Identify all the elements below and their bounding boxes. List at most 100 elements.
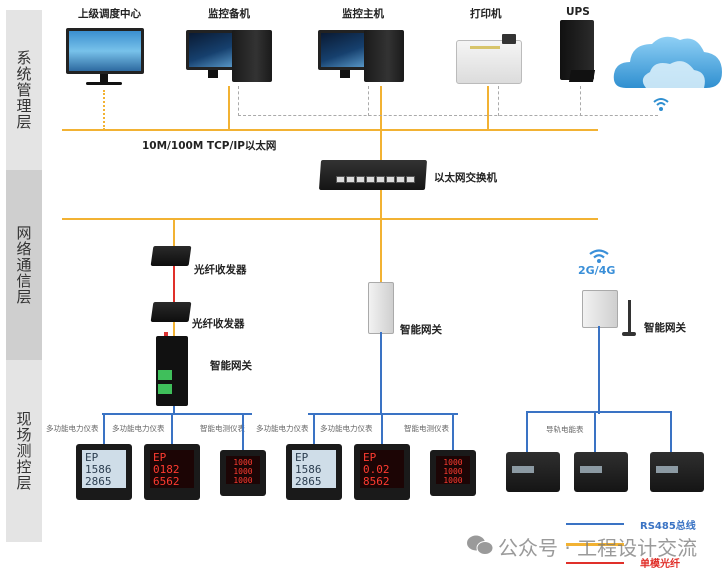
meter-label: 智能电测仪表: [404, 424, 449, 433]
meter-label: 多功能电力仪表: [256, 424, 309, 433]
printer-dashed-link: [498, 86, 499, 116]
single-mode-fiber-link: [173, 266, 175, 302]
printer-link: [487, 86, 489, 130]
bus-to-transceiver-link: [173, 220, 175, 248]
device-label-ups: UPS: [566, 6, 590, 18]
watermark-text: 公众号 · 工程设计交流: [498, 536, 698, 560]
rs485-meter-drop: [103, 414, 105, 444]
legend-label-fiber: 单模光纤: [640, 559, 680, 570]
switch-to-bus-link: [380, 190, 382, 218]
gateway-right: [582, 290, 618, 328]
meter-reading: 1000: [443, 458, 463, 467]
meter-reading: 1586: [85, 463, 112, 476]
rs485-meter-drop: [313, 414, 315, 444]
switch-port: [346, 176, 355, 183]
gateway-mid-label: 智能网关: [400, 324, 442, 336]
din-rail-energy-meter: [650, 452, 704, 492]
rs485-meter-drop: [171, 414, 173, 444]
meter-reading: 1000: [233, 476, 253, 485]
device-label-printer: 打印机: [470, 8, 502, 20]
gateway-left-label: 智能网关: [210, 360, 252, 372]
wireless-icon: [653, 98, 669, 111]
rs485-drop-right: [598, 326, 600, 414]
layer-band-management: 系统管理层: [6, 10, 42, 170]
power-dashed-bus: [238, 115, 658, 116]
gateway-right-label: 智能网关: [644, 322, 686, 334]
legend-line-fiber: [566, 562, 624, 564]
meter-window: [580, 466, 602, 473]
rs485-bus-left: [102, 413, 252, 415]
device-label-backup-host: 监控备机: [208, 8, 250, 20]
cloud-icon: [613, 36, 722, 88]
meter-label: 多功能电力仪表: [112, 424, 165, 433]
transceiver-to-gateway-link: [173, 322, 175, 336]
legend-line-rs485: [566, 523, 624, 525]
meter-reading: EP: [363, 451, 377, 464]
meter-label: 多功能电力仪表: [320, 424, 373, 433]
rs485-meter-drop: [452, 414, 454, 450]
meter-window: [512, 466, 534, 473]
din-rail-energy-meter: [506, 452, 560, 492]
meter-reading: 0182: [153, 463, 180, 476]
meter-label: 智能电测仪表: [200, 424, 245, 433]
meter-reading: EP: [153, 451, 167, 464]
fiber-transceiver-1-label: 光纤收发器: [194, 264, 247, 276]
meter-reading: 0.02: [363, 463, 390, 476]
switch-port: [406, 176, 415, 183]
dispatch-link: [103, 90, 105, 130]
ups-dashed-link: [580, 86, 581, 116]
switch-port: [356, 176, 365, 183]
switch-port: [386, 176, 395, 183]
fiber-transceiver-1: [150, 246, 192, 266]
wireless-signal-icon: [589, 249, 609, 263]
switch-port: [376, 176, 385, 183]
fiber-transceiver-2: [150, 302, 192, 322]
ethernet-bus-label: 10M/100M TCP/IP以太网: [142, 140, 277, 152]
rs485-meter-drop: [594, 412, 596, 454]
rs485-bus-mid: [308, 413, 458, 415]
meter-reading: 1000: [233, 458, 253, 467]
fiber-transceiver-2-label: 光纤收发器: [192, 318, 245, 330]
device-label-main-host: 监控主机: [342, 8, 384, 20]
meter-reading: 2865: [85, 475, 112, 488]
layer-label-network: 网络通信层: [14, 225, 33, 305]
ethernet-bus-top: [62, 129, 598, 131]
meter-reading: 1586: [295, 463, 322, 476]
meter-window: [656, 466, 678, 473]
meter-reading: 1000: [233, 467, 253, 476]
rs485-meter-drop: [670, 412, 672, 454]
wechat-icon: [467, 535, 494, 555]
meter-reading: 1000: [443, 467, 463, 476]
switch-port: [396, 176, 405, 183]
bus-to-gateway-mid-link: [380, 220, 382, 282]
switch-port: [336, 176, 345, 183]
rs485-bus-right: [526, 411, 672, 413]
backup-host-link: [228, 86, 230, 130]
rs485-meter-drop: [381, 414, 383, 444]
meter-reading: 2865: [295, 475, 322, 488]
switch-port: [366, 176, 375, 183]
switch-label: 以太网交换机: [434, 172, 497, 184]
layer-label-field: 现场测控层: [14, 411, 33, 491]
meter-reading: 1000: [443, 476, 463, 485]
rs485-drop-left: [173, 406, 175, 414]
meter-label: 多功能电力仪表: [46, 424, 99, 433]
layer-label-management: 系统管理层: [14, 50, 33, 130]
gateway-mid: [368, 282, 394, 334]
meter-reading: 8562: [363, 475, 390, 488]
backup-host-dashed-link: [238, 86, 239, 116]
rail-meter-label: 导轨电能表: [546, 425, 584, 434]
rs485-drop-mid: [380, 332, 382, 414]
layer-band-network: 网络通信层: [6, 170, 42, 360]
